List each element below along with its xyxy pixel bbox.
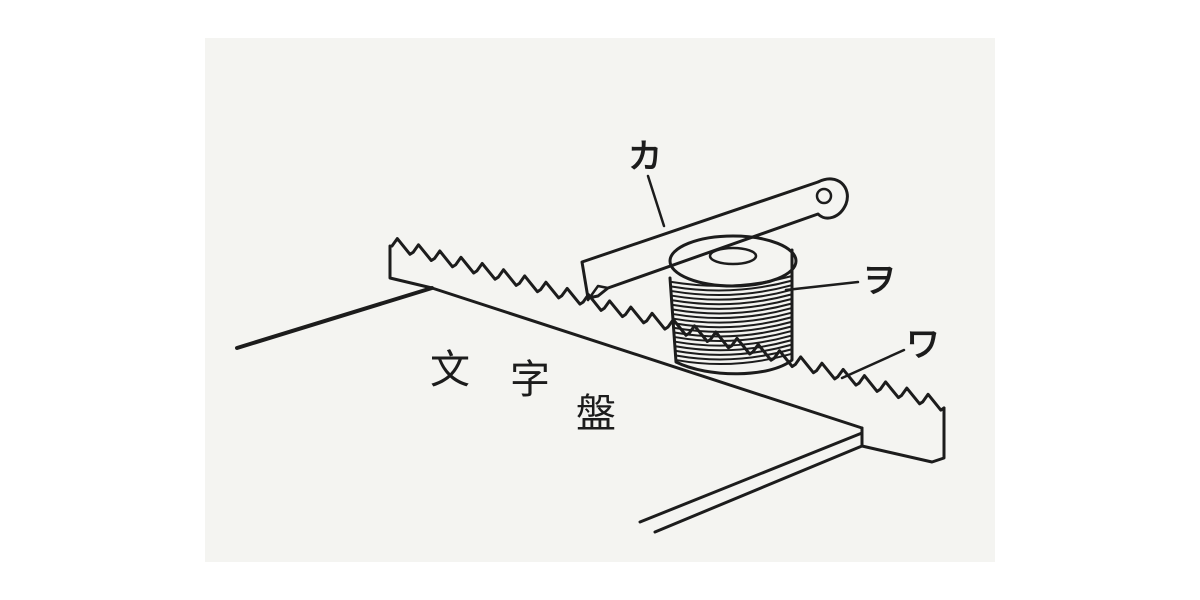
coil-winding-line <box>675 344 792 356</box>
coil-winding-line <box>673 307 793 320</box>
dial-plate <box>235 286 864 534</box>
coil-winding-line <box>673 316 793 329</box>
coil-winding-line <box>673 311 793 324</box>
coil-winding-line <box>675 348 792 361</box>
plate-caption-char-1: 文 <box>430 347 470 393</box>
coil-winding-line <box>671 288 793 301</box>
coil-spool[interactable] <box>668 234 798 376</box>
paper-background <box>205 38 995 562</box>
coil-winding-line <box>672 298 793 310</box>
coil-winding-line <box>671 279 793 292</box>
coil-winding-line <box>671 284 793 297</box>
ratchet-rack[interactable] <box>388 237 946 464</box>
leader-lever <box>646 174 666 228</box>
coil-winding-line <box>674 321 792 333</box>
coil-winding-line <box>674 325 792 338</box>
coil-winding-line <box>674 334 792 347</box>
lever-pawl[interactable] <box>580 177 849 302</box>
coil-winding-line <box>676 353 792 366</box>
label-lever: カ <box>628 137 662 177</box>
label-rack: ワ <box>906 325 940 365</box>
coil-winding-line <box>674 330 792 343</box>
label-coil: ヲ <box>862 261 896 301</box>
leader-coil <box>784 280 860 292</box>
plate-caption-char-2: 字 <box>510 357 550 403</box>
coil-winding-line <box>672 302 793 315</box>
coil-winding-line <box>675 339 792 352</box>
coil-winding-line <box>671 275 793 287</box>
coil-winding-line <box>672 293 793 306</box>
leader-rack <box>840 348 906 380</box>
plate-caption-char-3: 盤 <box>576 391 616 437</box>
